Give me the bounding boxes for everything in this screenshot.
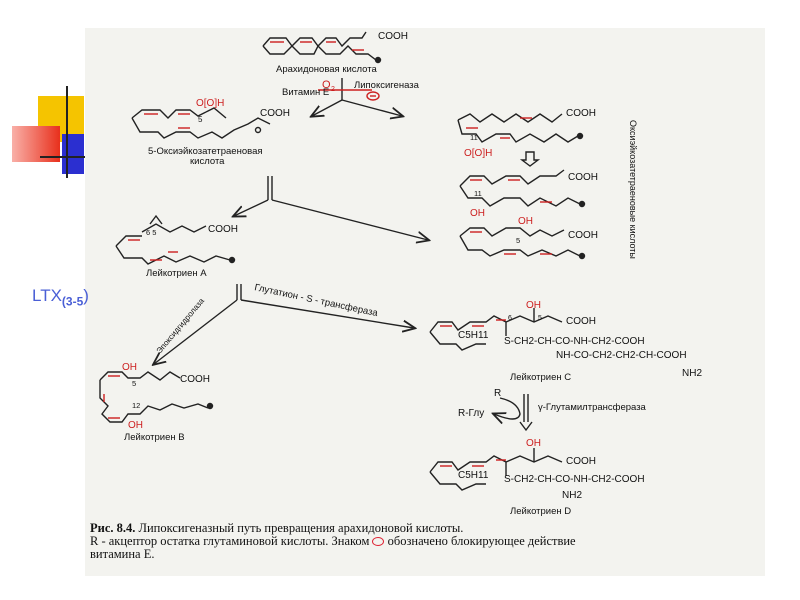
gamma-r-glu-label: R-Глу [458, 408, 484, 419]
ltd-nh2: NH2 [562, 490, 582, 501]
decor-horizontal-line [40, 156, 86, 158]
minus-circle-icon [372, 537, 385, 546]
lta-positions: 6 5 [146, 228, 156, 237]
caption-title: Липоксигеназный путь превращения арахидо… [135, 521, 464, 535]
down-arrow-1 [519, 151, 541, 167]
arachidonic-acid-structure [262, 31, 382, 64]
lipoxygenase-arrows [312, 78, 402, 116]
ltb-oh-bottom: OH [128, 420, 143, 431]
leukotriene-a-structure [115, 214, 236, 265]
caption-title-bold: Рис. 8.4. [90, 521, 136, 535]
ltx-sub: (3-5 [61, 294, 84, 309]
5-hpete-name-line2: кислота [190, 156, 225, 167]
leukotriene-d-structure [429, 448, 563, 491]
ltc-chain-1: S-CH2-CH-CO-NH-CH2-COOH [504, 336, 645, 347]
11-hete-cooh: COOH [568, 172, 598, 183]
ltd-name: Лейкотриен D [510, 506, 571, 517]
caption-line2-start: R - акцептор остатка глутаминовой кислот… [90, 534, 370, 548]
ltc-c5h11: C5H11 [458, 330, 489, 341]
5-hete-cooh: COOH [568, 230, 598, 241]
5-hpete-group: O[O]H [196, 98, 224, 109]
ltc-pos-6: 6 [508, 315, 512, 322]
top-cooh: COOH [378, 31, 408, 42]
ltx-main: LTX [32, 286, 62, 305]
leukotriene-b-structure [99, 371, 214, 423]
5-hpete-position: 5 [198, 115, 203, 124]
figure-panel [85, 28, 765, 576]
ltb-name: Лейкотриен В [124, 432, 185, 443]
lta-name: Лейкотриен А [146, 268, 207, 279]
decor-vertical-line [66, 86, 68, 178]
ltx-side-label: LTX(3-5) [32, 286, 89, 308]
ltc-nh2: NH2 [682, 368, 702, 379]
figure-caption: Рис. 8.4. Липоксигеназный путь превращен… [90, 522, 760, 561]
split-arrows-lta [234, 176, 428, 240]
ltd-cooh: COOH [566, 456, 596, 467]
split-arrows-ltb-ltc [154, 284, 414, 364]
ltx-close: ) [83, 286, 89, 305]
5-hete-position: 5 [516, 236, 520, 245]
glutathione-transferase-label: Глутатион - S - трансфераза [253, 282, 379, 319]
caption-line2-end: обозначено блокирующее действие [384, 534, 576, 548]
11-hete-position: 11 [474, 189, 482, 198]
ltb-cooh: COOH [180, 374, 210, 385]
epoxide-hydrolase-label: Эпоксидгидролаза [155, 296, 207, 355]
ltc-cooh: COOH [566, 316, 596, 327]
11-hpete-position: 11 [470, 133, 478, 142]
caption-line3: витамина Е. [90, 547, 155, 561]
ltd-c5h11: C5H11 [458, 470, 489, 481]
oxyeicosatetraenoic-vertical-label: Оксиэйкозатетраеновые кислоты [628, 120, 638, 259]
leukotriene-c-structure [429, 308, 563, 351]
5-hpete-cooh: COOH [260, 108, 290, 119]
ltb-pos-5: 5 [132, 379, 136, 388]
lta-cooh: COOH [208, 224, 238, 235]
ltc-oh: OH [526, 300, 541, 311]
gamma-r-label: R [494, 388, 501, 399]
11-hete-group: OH [470, 208, 485, 219]
5-hete-group: OH [518, 216, 533, 227]
ltb-oh-top: OH [122, 362, 137, 373]
11-hpete-structure [457, 113, 584, 143]
11-hete-structure [459, 169, 586, 208]
ltd-chain: S-CH2-CH-CO-NH-CH2-COOH [504, 474, 645, 485]
o2-label: O [322, 79, 331, 91]
ltc-chain-2: NH-CO-CH2-CH2-CH-COOH [556, 350, 687, 361]
11-hpete-group: O[O]H [464, 148, 492, 159]
gamma-glutamyl-arrows [494, 394, 533, 432]
ltc-name: Лейкотриен С [510, 372, 571, 383]
o2-subscript: 2 [331, 86, 335, 93]
5-hpete-name-line1: 5-Оксиэйкозатетраеновая [148, 146, 263, 157]
ltd-oh: OH [526, 438, 541, 449]
11-hpete-cooh: COOH [566, 108, 596, 119]
vitamin-e-label: Витамин Е [282, 87, 329, 98]
ltb-pos-12: 12 [132, 401, 140, 410]
arachidonic-acid-name: Арахидоновая кислота [276, 64, 378, 75]
ltc-pos-5: 5 [538, 315, 542, 322]
gamma-enzyme-label: γ-Глутамилтрансфераза [538, 402, 647, 413]
lipoxygenase-label: Липоксигеназа [354, 80, 420, 91]
5-hete-structure [459, 227, 586, 260]
5-hpete-structure [131, 107, 271, 139]
